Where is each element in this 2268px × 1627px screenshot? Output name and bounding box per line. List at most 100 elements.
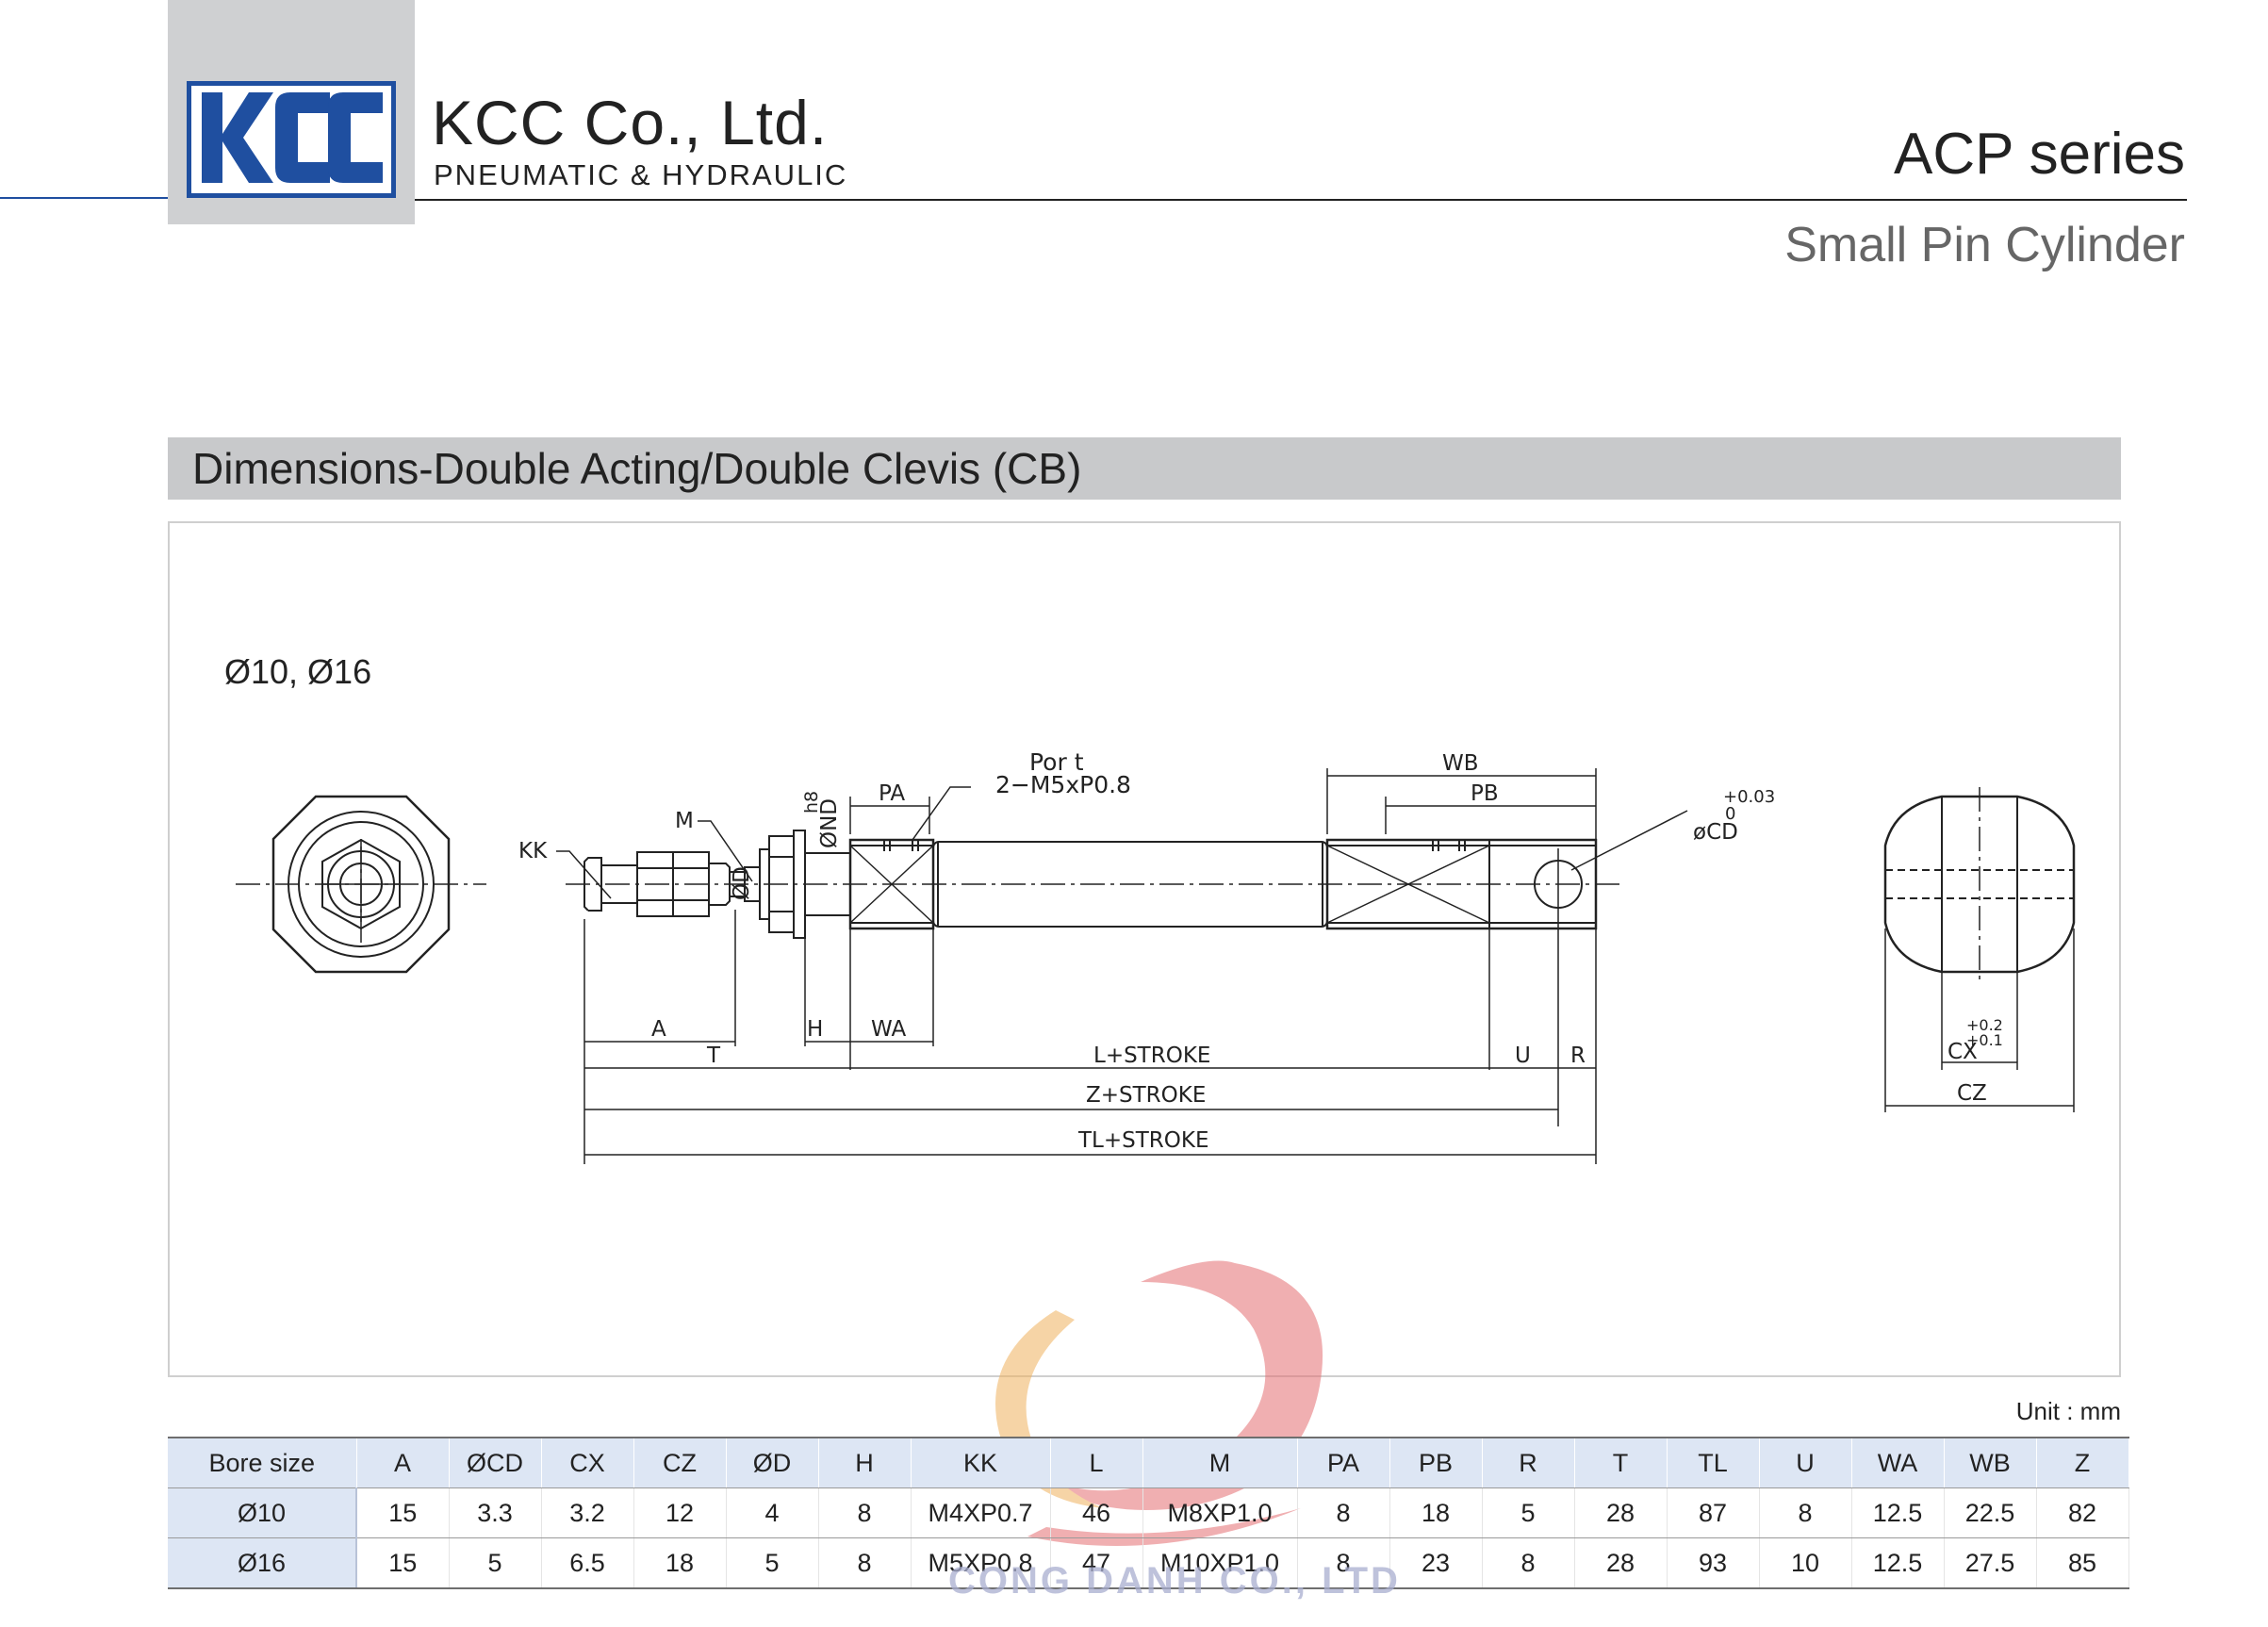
table-cell: 5 bbox=[1482, 1487, 1575, 1538]
table-row: Ø16 15 5 6.5 18 5 8 M5XP0.8 47 M10XP1.0 … bbox=[168, 1537, 2129, 1589]
table-header: PA bbox=[1297, 1437, 1390, 1488]
table-header: ØCD bbox=[449, 1437, 542, 1488]
label-t: T bbox=[706, 1044, 721, 1068]
table-header: A bbox=[356, 1437, 450, 1488]
label-wa: WA bbox=[871, 1017, 906, 1042]
label-tl-stroke: TL+STROKE bbox=[1077, 1128, 1208, 1153]
table-cell: 15 bbox=[356, 1537, 450, 1589]
table-header: Z bbox=[2036, 1437, 2129, 1488]
label-d: ØD bbox=[730, 866, 754, 900]
table-header: U bbox=[1759, 1437, 1852, 1488]
bore-note: Ø10, Ø16 bbox=[224, 652, 372, 691]
table-header: H bbox=[818, 1437, 912, 1488]
label-port-spec: 2−M5xP0.8 bbox=[995, 771, 1131, 798]
side-view bbox=[566, 830, 1621, 1070]
table-cell: 12 bbox=[633, 1487, 727, 1538]
table-cell: 3.3 bbox=[449, 1487, 542, 1538]
table-cell: 3.2 bbox=[541, 1487, 634, 1538]
table-cell: 5 bbox=[449, 1537, 542, 1589]
table-cell: 8 bbox=[1297, 1537, 1390, 1589]
product-title: Small Pin Cylinder bbox=[1784, 218, 2185, 272]
label-u: U bbox=[1515, 1044, 1531, 1068]
table-cell: 28 bbox=[1574, 1487, 1668, 1538]
header-line bbox=[415, 199, 2187, 201]
table-cell: Ø16 bbox=[168, 1537, 357, 1589]
rear-view bbox=[1883, 787, 2076, 1112]
table-header: L bbox=[1050, 1437, 1143, 1488]
label-cd-tol-zero: 0 bbox=[1725, 804, 1735, 824]
table-cell: 8 bbox=[1759, 1487, 1852, 1538]
table-cell: 46 bbox=[1050, 1487, 1143, 1538]
table-cell: 12.5 bbox=[1851, 1537, 1945, 1589]
front-view bbox=[236, 795, 486, 974]
table-cell: 28 bbox=[1574, 1537, 1668, 1589]
label-r: R bbox=[1570, 1044, 1586, 1068]
label-h: H bbox=[807, 1017, 823, 1042]
section-bar bbox=[168, 437, 2121, 500]
table-cell: 6.5 bbox=[541, 1537, 634, 1589]
table-header: T bbox=[1574, 1437, 1668, 1488]
table-cell: 18 bbox=[1389, 1487, 1483, 1538]
label-m: M bbox=[675, 809, 694, 833]
table-header: WB bbox=[1944, 1437, 2037, 1488]
table-cell: 23 bbox=[1389, 1537, 1483, 1589]
table-cell: 8 bbox=[1482, 1537, 1575, 1589]
label-cx-tol-minus: +0.1 bbox=[1966, 1031, 2003, 1049]
table-cell: 87 bbox=[1667, 1487, 1760, 1538]
label-cx: CX bbox=[1948, 1040, 1978, 1064]
table-cell: 22.5 bbox=[1944, 1487, 2037, 1538]
table-header: M bbox=[1142, 1437, 1298, 1488]
unit-label: Unit : mm bbox=[2015, 1397, 2121, 1425]
table-cell: 85 bbox=[2036, 1537, 2129, 1589]
table-cell: Ø10 bbox=[168, 1487, 357, 1538]
table-header: CZ bbox=[633, 1437, 727, 1488]
company-name: KCC Co., Ltd. bbox=[432, 88, 829, 157]
table-header: KK bbox=[911, 1437, 1051, 1488]
table-cell: 8 bbox=[818, 1487, 912, 1538]
label-cd: øCD bbox=[1693, 820, 1738, 845]
section-title: Dimensions-Double Acting/Double Clevis (… bbox=[192, 444, 1082, 493]
label-h8: h8 bbox=[801, 791, 822, 814]
label-cx-tol-plus: +0.2 bbox=[1966, 1016, 2003, 1034]
label-kk: KK bbox=[518, 839, 548, 863]
table-cell: 47 bbox=[1050, 1537, 1143, 1589]
series-title: ACP series bbox=[1894, 122, 2185, 187]
table-header: TL bbox=[1667, 1437, 1760, 1488]
company-logo-mark bbox=[202, 92, 383, 183]
watermark-text: CONG DANH CO., LTD bbox=[948, 1560, 1401, 1602]
table-header: R bbox=[1482, 1437, 1575, 1488]
table-cell: 5 bbox=[726, 1537, 819, 1589]
label-z-stroke: Z+STROKE bbox=[1086, 1083, 1206, 1108]
label-port: Por t bbox=[1029, 748, 1084, 776]
company-subtitle: PNEUMATIC & HYDRAULIC bbox=[434, 158, 848, 191]
table-header: PB bbox=[1389, 1437, 1483, 1488]
table-row: Ø10 15 3.3 3.2 12 4 8 M4XP0.7 46 M8XP1.0… bbox=[168, 1487, 2129, 1538]
table-header: ØD bbox=[726, 1437, 819, 1488]
table-cell: 27.5 bbox=[1944, 1537, 2037, 1589]
technical-drawing: KK M ØD ØND h8 PA Por t 2−M5xP0.8 WB PB … bbox=[236, 748, 2076, 1164]
table-cell: M10XP1.0 bbox=[1142, 1537, 1298, 1589]
label-l-stroke: L+STROKE bbox=[1093, 1044, 1210, 1068]
table-cell: 15 bbox=[356, 1487, 450, 1538]
dimensions-table: Bore size A ØCD CX CZ ØD H KK L M PA PB … bbox=[168, 1437, 2129, 1589]
table-header: CX bbox=[541, 1437, 634, 1488]
table-cell: 18 bbox=[633, 1537, 727, 1589]
table-cell: 10 bbox=[1759, 1537, 1852, 1589]
table-cell: M4XP0.7 bbox=[911, 1487, 1051, 1538]
table-cell: M8XP1.0 bbox=[1142, 1487, 1298, 1538]
label-cd-tol-plus: +0.03 bbox=[1723, 787, 1775, 807]
drawing-frame bbox=[168, 521, 2121, 1377]
table-header: WA bbox=[1851, 1437, 1945, 1488]
label-cz: CZ bbox=[1957, 1081, 1987, 1106]
table-cell: 8 bbox=[818, 1537, 912, 1589]
table-cell: 4 bbox=[726, 1487, 819, 1538]
table-header-row: Bore size A ØCD CX CZ ØD H KK L M PA PB … bbox=[168, 1437, 2129, 1488]
label-pb: PB bbox=[1471, 781, 1499, 806]
label-pa: PA bbox=[879, 781, 905, 806]
table-cell: 12.5 bbox=[1851, 1487, 1945, 1538]
table-cell: 8 bbox=[1297, 1487, 1390, 1538]
table-cell: 93 bbox=[1667, 1537, 1760, 1589]
dimension-lines bbox=[556, 768, 1688, 1164]
table-cell: M5XP0.8 bbox=[911, 1537, 1051, 1589]
label-a: A bbox=[651, 1017, 666, 1042]
